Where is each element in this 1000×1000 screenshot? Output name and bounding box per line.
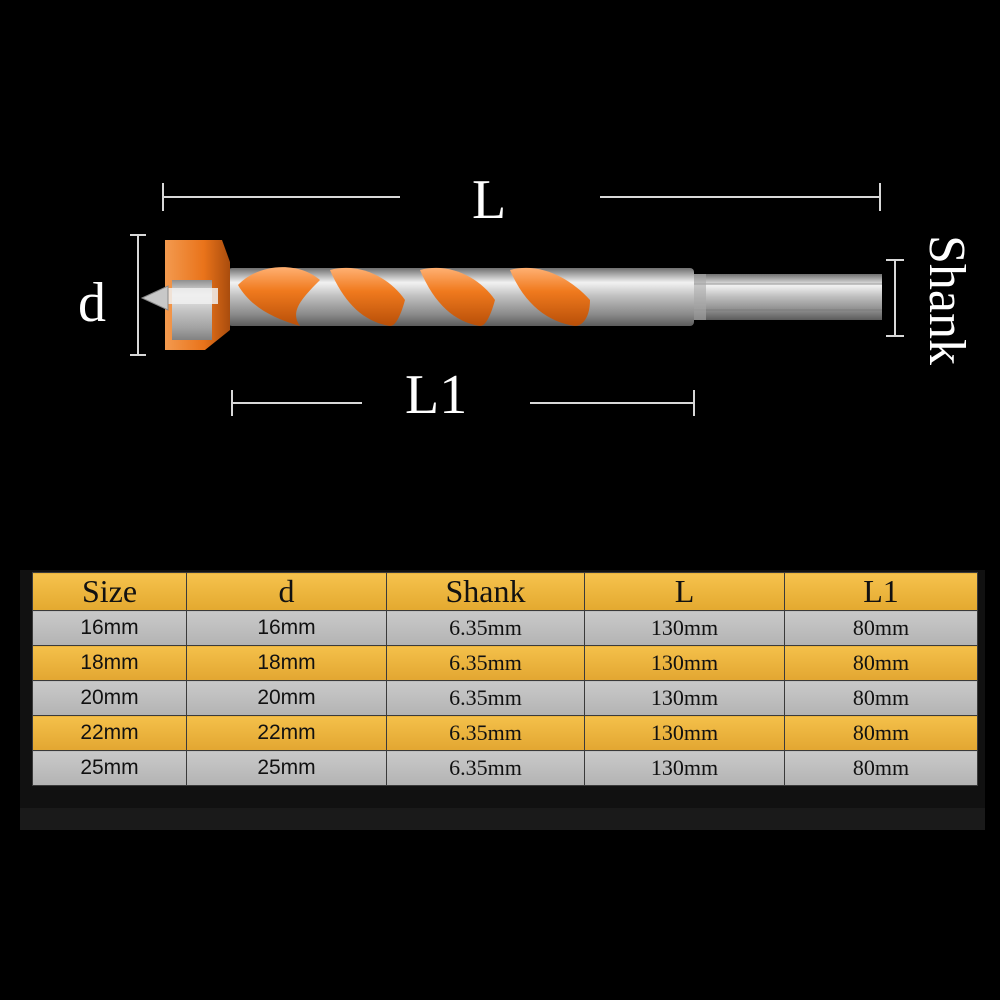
cell-l: 130mm bbox=[584, 750, 785, 786]
table-row: 16mm 16mm 6.35mm 130mm 80mm bbox=[32, 610, 978, 646]
hex-shank bbox=[692, 274, 882, 320]
spiral-flute bbox=[238, 267, 320, 326]
label-overall-length: L bbox=[472, 169, 507, 231]
spiral-flute bbox=[330, 267, 405, 326]
header-d: d bbox=[186, 572, 387, 611]
label-flute-length: L1 bbox=[405, 364, 468, 426]
cell-d: 16mm bbox=[186, 610, 387, 646]
label-shank: Shank bbox=[918, 235, 975, 365]
cell-d: 18mm bbox=[186, 645, 387, 681]
dimension-line-l bbox=[162, 183, 881, 211]
spec-table: Size d Shank L L1 16mm 16mm 6.35mm 130mm… bbox=[32, 572, 978, 786]
dimension-line-shank bbox=[886, 259, 904, 337]
cell-size: 20mm bbox=[32, 680, 187, 716]
table-row: 25mm 25mm 6.35mm 130mm 80mm bbox=[32, 750, 978, 786]
cell-size: 16mm bbox=[32, 610, 187, 646]
drill-bit bbox=[140, 240, 882, 350]
header-size: Size bbox=[32, 572, 187, 611]
dimension-line-d bbox=[130, 234, 146, 356]
label-diameter: d bbox=[78, 272, 106, 334]
cell-shank: 6.35mm bbox=[386, 680, 585, 716]
header-l1: L1 bbox=[784, 572, 978, 611]
cell-size: 18mm bbox=[32, 645, 187, 681]
cell-d: 22mm bbox=[186, 715, 387, 751]
cell-l: 130mm bbox=[584, 645, 785, 681]
cell-l1: 80mm bbox=[784, 750, 978, 786]
spec-table-panel: Size d Shank L L1 16mm 16mm 6.35mm 130mm… bbox=[20, 570, 985, 830]
cell-size: 25mm bbox=[32, 750, 187, 786]
cell-d: 25mm bbox=[186, 750, 387, 786]
table-row: 20mm 20mm 6.35mm 130mm 80mm bbox=[32, 680, 978, 716]
cell-shank: 6.35mm bbox=[386, 715, 585, 751]
cell-l: 130mm bbox=[584, 610, 785, 646]
spiral-flute bbox=[510, 267, 590, 326]
cell-size: 22mm bbox=[32, 715, 187, 751]
cell-d: 20mm bbox=[186, 680, 387, 716]
header-l: L bbox=[584, 572, 785, 611]
cell-shank: 6.35mm bbox=[386, 750, 585, 786]
cell-shank: 6.35mm bbox=[386, 645, 585, 681]
cell-l: 130mm bbox=[584, 715, 785, 751]
drill-tip bbox=[140, 285, 169, 311]
drill-bit-diagram bbox=[130, 183, 904, 416]
cell-l1: 80mm bbox=[784, 610, 978, 646]
cell-l: 130mm bbox=[584, 680, 785, 716]
cell-l1: 80mm bbox=[784, 645, 978, 681]
header-shank: Shank bbox=[386, 572, 585, 611]
table-header-row: Size d Shank L L1 bbox=[32, 572, 978, 611]
dimension-line-l1 bbox=[231, 390, 695, 416]
spiral-flute bbox=[420, 267, 495, 326]
cell-shank: 6.35mm bbox=[386, 610, 585, 646]
cell-l1: 80mm bbox=[784, 715, 978, 751]
table-row: 18mm 18mm 6.35mm 130mm 80mm bbox=[32, 645, 978, 681]
cell-l1: 80mm bbox=[784, 680, 978, 716]
table-row: 22mm 22mm 6.35mm 130mm 80mm bbox=[32, 715, 978, 751]
